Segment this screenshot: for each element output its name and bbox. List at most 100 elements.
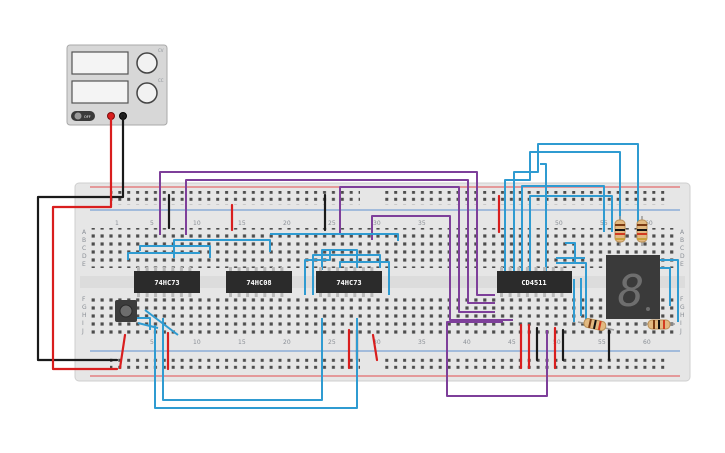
col-num: 5 — [150, 220, 154, 227]
col-num: 30 — [373, 220, 381, 227]
current-knob[interactable] — [136, 82, 158, 104]
wire-blue[interactable] — [162, 318, 323, 401]
wire-blue[interactable] — [659, 267, 671, 306]
jumper-red[interactable] — [371, 333, 379, 362]
bottom-rail-holes-2[interactable] — [385, 355, 665, 369]
row-letter: J — [679, 328, 682, 335]
wire-blue[interactable] — [321, 249, 358, 270]
chip-pin — [361, 267, 365, 271]
terminal-strip-bottom[interactable] — [88, 295, 678, 335]
wire-purple[interactable] — [371, 215, 513, 321]
chip-pin — [353, 293, 357, 297]
col-num: 1 — [115, 220, 119, 227]
wire-blue[interactable] — [339, 261, 390, 295]
jumper-red[interactable] — [118, 333, 127, 370]
chip-pin — [319, 293, 322, 297]
chip-pin — [353, 267, 357, 271]
wire-blue[interactable] — [529, 195, 613, 272]
wire-blue[interactable] — [540, 163, 547, 272]
wire-blue[interactable] — [513, 143, 639, 272]
chip-pin — [370, 267, 374, 271]
chip-pin — [271, 267, 275, 271]
chip-pin — [171, 293, 175, 297]
row-letter: C — [82, 245, 86, 252]
chip-pin — [508, 267, 512, 271]
chip-label: 74HC08 — [246, 279, 271, 287]
wire-purple[interactable] — [185, 179, 495, 304]
wire-purple[interactable] — [446, 321, 548, 397]
purple-wires[interactable] — [159, 171, 548, 397]
chip-pin — [327, 267, 331, 271]
power-supply[interactable]: CV CC OFF — [66, 44, 168, 126]
top-rail-holes-2[interactable] — [385, 191, 665, 205]
wire-blue[interactable] — [127, 252, 200, 260]
chip-pin — [188, 293, 192, 297]
chip-pin — [543, 267, 547, 271]
wire-blue[interactable] — [375, 233, 399, 241]
supply-wires[interactable] — [36, 114, 125, 371]
resistor[interactable] — [577, 318, 615, 331]
chip-cd4511[interactable]: CD4511 — [497, 267, 572, 297]
wire-purple[interactable] — [159, 171, 495, 296]
col-num: 5 — [150, 339, 154, 346]
chip-pin — [263, 293, 267, 297]
row-letter: D — [680, 253, 685, 260]
chip-74hc08[interactable]: 74HC08 — [226, 267, 292, 297]
chip-pin — [551, 267, 555, 271]
col-num: 55 — [598, 339, 606, 346]
chip-pin — [254, 267, 258, 271]
wire-blue[interactable] — [154, 318, 358, 409]
wire-blue[interactable] — [556, 262, 587, 322]
voltage-knob[interactable] — [136, 52, 158, 74]
wire-blue[interactable] — [565, 242, 576, 262]
col-num: 35 — [418, 220, 426, 227]
resistor[interactable] — [614, 216, 626, 246]
chip-pin — [525, 293, 529, 297]
chip-pin — [154, 267, 158, 271]
resistors[interactable] — [577, 216, 675, 331]
chip-74hc73-b[interactable]: 74HC73 — [316, 267, 382, 297]
chip-pin — [517, 293, 521, 297]
push-button[interactable] — [115, 300, 137, 322]
wire-blue[interactable] — [521, 185, 605, 272]
chip-pin — [361, 293, 365, 297]
chip-pin — [336, 267, 340, 271]
row-letter: D — [82, 253, 87, 260]
wire-blue[interactable] — [504, 151, 621, 272]
col-num: 25 — [328, 220, 336, 227]
wire-vcc[interactable] — [51, 114, 119, 371]
wire-purple[interactable] — [339, 186, 495, 313]
chip-pin — [188, 267, 192, 271]
wire-blue[interactable] — [660, 259, 679, 322]
blue-wires[interactable] — [127, 143, 679, 409]
chip-pin — [229, 267, 232, 271]
resistor[interactable] — [643, 319, 675, 330]
col-num: 50 — [555, 220, 563, 227]
chip-74hc73-a[interactable]: 74HC73 — [134, 267, 200, 297]
seven-segment-display[interactable]: 8 — [606, 255, 660, 319]
chip-pin — [560, 267, 564, 271]
chip-pin — [145, 293, 149, 297]
col-num: 25 — [328, 339, 336, 346]
wire-blue[interactable] — [173, 239, 271, 258]
wire-blue[interactable] — [144, 309, 179, 336]
row-letter: G — [82, 304, 87, 311]
resistor[interactable] — [636, 216, 648, 246]
display-digit: 8 — [618, 266, 645, 317]
chip-pin — [246, 267, 250, 271]
wire-ground[interactable] — [36, 114, 125, 362]
col-num: 35 — [418, 339, 426, 346]
chip-pin — [263, 267, 267, 271]
top-rail-holes-1[interactable] — [110, 191, 360, 205]
push-button-cap[interactable] — [119, 304, 133, 318]
chip-pin — [517, 267, 521, 271]
row-letter: H — [680, 312, 685, 319]
chip-body — [316, 271, 382, 293]
bottom-rail-holes-1[interactable] — [110, 355, 360, 369]
row-letter: J — [81, 328, 84, 335]
chip-pin — [171, 267, 175, 271]
chip-pin — [246, 293, 250, 297]
chip-pin — [500, 293, 503, 297]
current-display — [71, 80, 129, 104]
